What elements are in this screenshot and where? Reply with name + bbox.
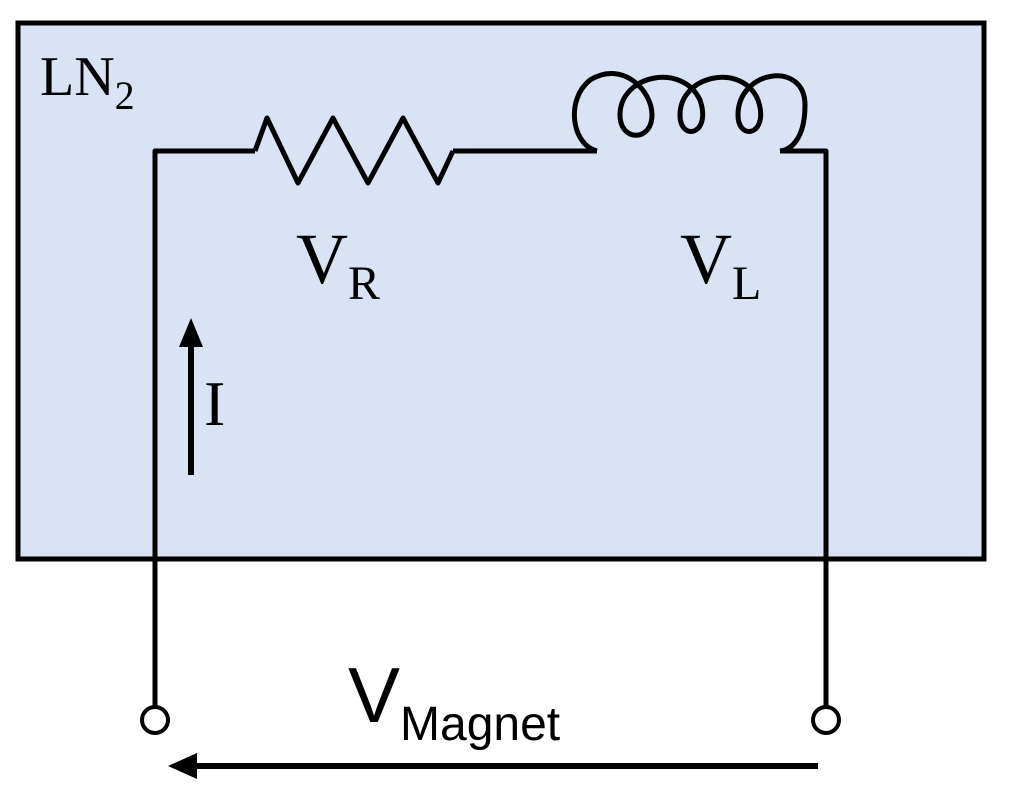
magnet-voltage-label: VMagnet [348, 651, 560, 751]
magnet-voltage-subscript: Magnet [400, 698, 560, 751]
resistor-voltage-label: VR [296, 219, 380, 310]
right-terminal [811, 705, 841, 735]
inductor-voltage-subscript: L [732, 257, 761, 310]
ln2-bath-label: LN2 [40, 46, 135, 118]
ln2-subscript: 2 [115, 73, 135, 118]
voltage-arrow-head [168, 753, 197, 779]
right-wire [780, 148, 829, 708]
ln2-bath-box [15, 20, 987, 562]
current-arrow-head [179, 318, 203, 347]
resistor-voltage-subscript: R [348, 257, 380, 310]
inductor-voltage-label: VL [680, 219, 761, 310]
left-wire [152, 148, 255, 708]
resistor-symbol [252, 115, 456, 186]
current-label: I [204, 368, 225, 439]
inductor-symbol [571, 71, 808, 154]
left-terminal [140, 705, 170, 735]
